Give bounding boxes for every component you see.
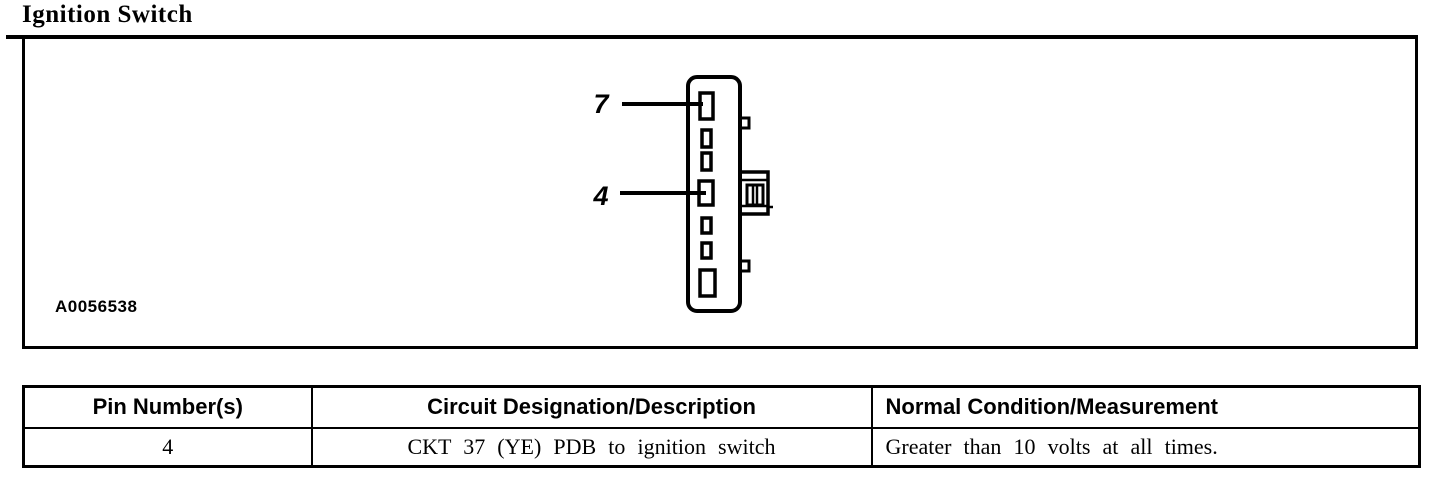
cell-pin-number: 4 (22, 426, 313, 468)
pin-7-callout-label: 7 (593, 89, 609, 119)
connector-tab-top (738, 116, 751, 130)
page-title: Ignition Switch (22, 1, 193, 28)
pin-cavity (700, 128, 713, 149)
connector-latch-outer (738, 170, 770, 216)
figure-frame: 7 4 A0056538 (22, 39, 1418, 349)
pin-condition-table: Pin Number(s) Circuit Designation/Descri… (22, 385, 1421, 468)
pin-cavity (700, 151, 713, 172)
table-row: 4 CKT 37 (YE) PDB to ignition switch Gre… (22, 426, 1421, 468)
pin-cavity (700, 216, 713, 235)
cell-normal-condition: Greater than 10 volts at all times. (870, 426, 1421, 468)
pin-cavity (700, 241, 713, 260)
connector-tab-bottom (738, 259, 751, 273)
connector-diagram (620, 75, 773, 313)
connector-latch-inner (745, 183, 765, 207)
column-header-pin-number: Pin Number(s) (22, 385, 313, 429)
cell-circuit-designation: CKT 37 (YE) PDB to ignition switch (310, 426, 873, 468)
pin-4-callout-label: 4 (593, 181, 609, 211)
column-header-normal-condition: Normal Condition/Measurement (870, 385, 1421, 429)
table-header-row: Pin Number(s) Circuit Designation/Descri… (22, 385, 1421, 429)
pin-cavity (698, 268, 717, 298)
figure-id-label: A0056538 (55, 297, 138, 316)
title-underline-rule (6, 35, 1418, 39)
column-header-circuit-designation: Circuit Designation/Description (310, 385, 873, 429)
